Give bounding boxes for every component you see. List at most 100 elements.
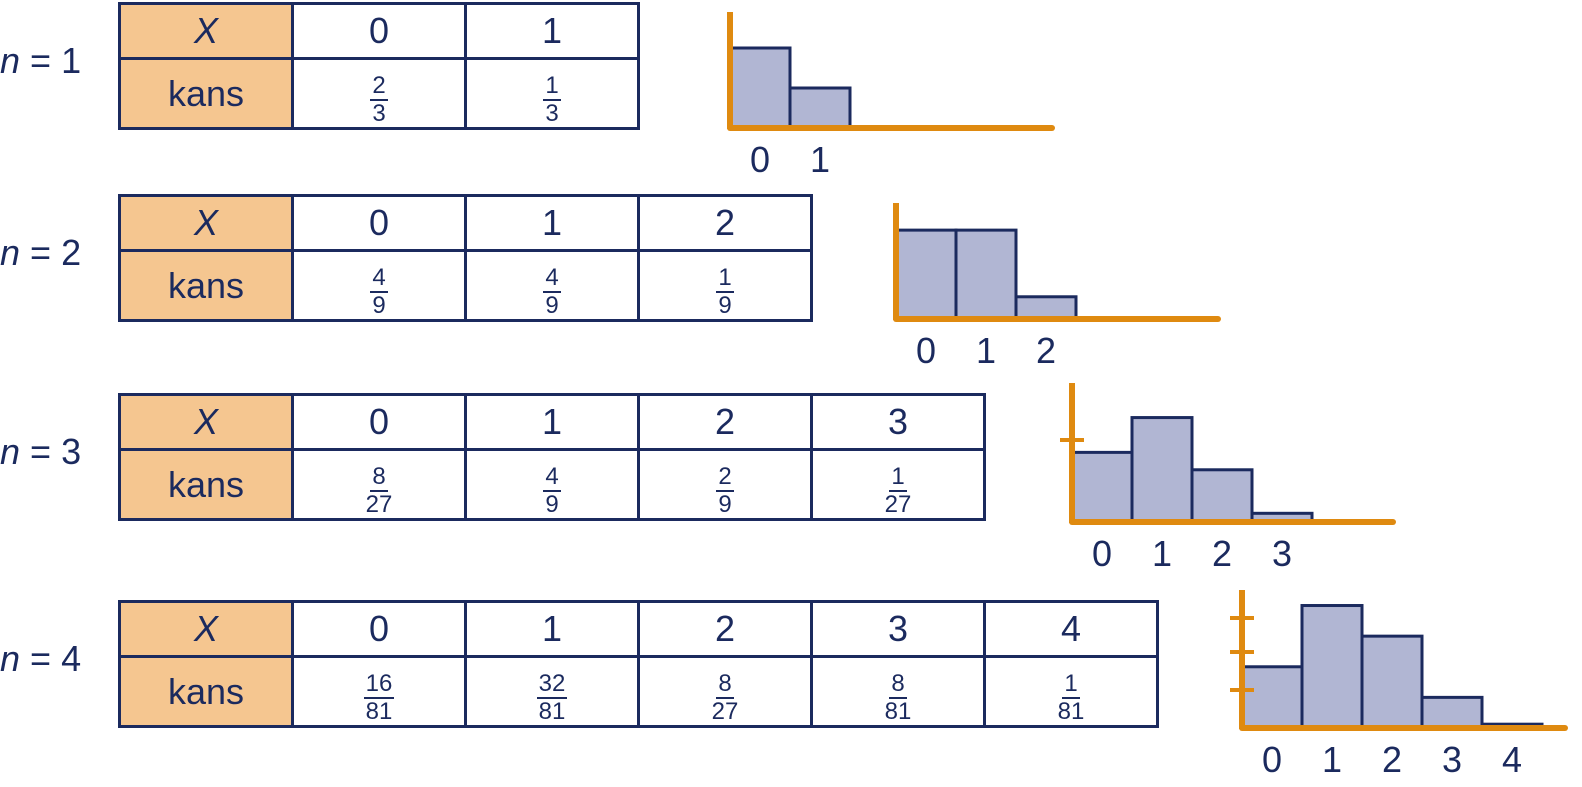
x-tick-label: 2	[1036, 330, 1056, 371]
fraction-denominator: 9	[545, 292, 559, 319]
n-symbol: n	[0, 232, 21, 273]
n-symbol: n	[0, 431, 21, 472]
fraction-numerator: 1	[543, 72, 561, 101]
fraction-numerator: 2	[370, 72, 388, 101]
fraction-numerator: 1	[716, 264, 734, 293]
x-value-cell: 1	[464, 393, 640, 451]
fraction-numerator: 1	[889, 463, 907, 492]
fraction-numerator: 32	[536, 670, 568, 699]
x-value-cell: 2	[637, 194, 813, 252]
fraction-numerator: 8	[889, 670, 907, 699]
x-value-cell: 1	[464, 2, 640, 60]
x-tick-label: 4	[1502, 739, 1522, 780]
x-value-cell: 3	[810, 600, 986, 658]
fraction-denominator: 27	[884, 491, 912, 518]
x-value-cell: 3	[810, 393, 986, 451]
fraction-denominator: 81	[365, 698, 393, 725]
n-label: n = 4	[0, 638, 82, 679]
fraction-denominator: 9	[718, 292, 732, 319]
n-label: n = 1	[0, 40, 82, 81]
fraction-denominator: 81	[884, 698, 912, 725]
x-tick-label: 2	[1382, 739, 1402, 780]
histogram-bar	[1360, 634, 1424, 730]
fraction-denominator: 27	[365, 491, 393, 518]
fraction-denominator: 9	[545, 491, 559, 518]
x-tick-label: 0	[1262, 739, 1282, 780]
histogram-bar	[1420, 695, 1484, 730]
x-tick-label: 1	[810, 139, 830, 180]
header-x: X	[118, 600, 294, 658]
x-value-cell: 1	[464, 600, 640, 658]
x-tick-label: 3	[1442, 739, 1462, 780]
n-value: 2	[61, 232, 82, 273]
x-value-cell: 0	[291, 600, 467, 658]
x-value-cell: 4	[983, 600, 1159, 658]
x-tick-label: 0	[1092, 533, 1112, 574]
header-x: X	[118, 194, 294, 252]
header-kans: kans	[118, 448, 294, 521]
header-kans: kans	[118, 655, 294, 728]
fraction-denominator: 9	[372, 292, 386, 319]
x-tick-label: 3	[1272, 533, 1292, 574]
x-tick-label: 2	[1212, 533, 1232, 574]
x-value-cell: 2	[637, 600, 813, 658]
header-kans: kans	[118, 249, 294, 322]
fraction-numerator: 16	[363, 670, 395, 699]
fraction-numerator: 2	[716, 463, 734, 492]
n-label: n = 3	[0, 431, 82, 472]
histogram-bar	[954, 228, 1018, 321]
fraction-numerator: 4	[543, 463, 561, 492]
header-kans: kans	[118, 57, 294, 130]
fraction-denominator: 27	[711, 698, 739, 725]
x-value-cell: 0	[291, 393, 467, 451]
x-tick-label: 0	[750, 139, 770, 180]
histogram-bar	[1240, 665, 1304, 730]
fraction-denominator: 81	[538, 698, 566, 725]
fraction-numerator: 4	[370, 264, 388, 293]
fraction-denominator: 3	[372, 100, 386, 127]
x-value-cell: 2	[637, 393, 813, 451]
x-value-cell: 0	[291, 194, 467, 252]
fraction-denominator: 81	[1057, 698, 1085, 725]
histogram-bar	[1070, 450, 1134, 524]
fraction-numerator: 8	[370, 463, 388, 492]
